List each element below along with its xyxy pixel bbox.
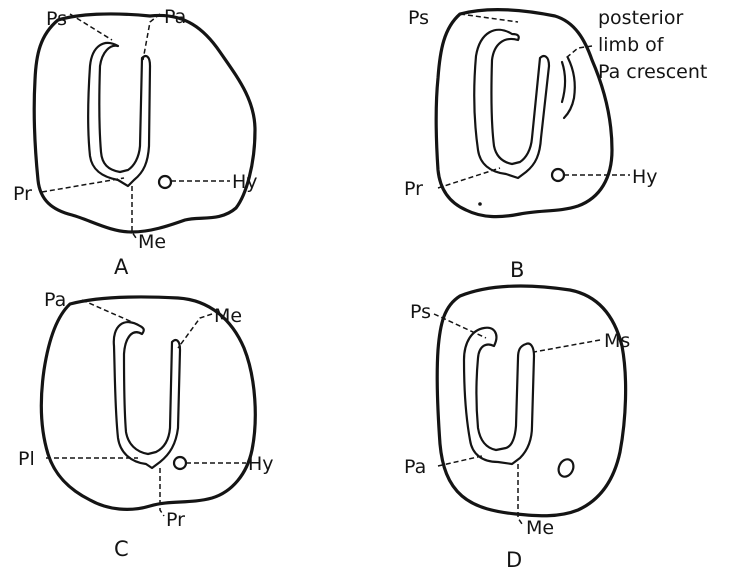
panel-b-speck (478, 202, 482, 206)
panel-a-section-outline (34, 14, 255, 232)
panel-d: Ps Ms Pa Me D (404, 286, 630, 572)
panel-b-hypophysis (552, 169, 564, 181)
panel-b-section-outline (436, 10, 612, 217)
panel-c-u-groove (114, 322, 180, 468)
panel-c-hypophysis (174, 457, 186, 469)
panel-b-label-ps: Ps (408, 7, 429, 29)
panel-c-label-me: Me (214, 305, 242, 327)
panel-c-label-hy: Hy (248, 453, 274, 475)
panel-c-letter: C (114, 537, 129, 561)
panel-a-hypophysis (159, 176, 171, 188)
panel-c-label-pl: Pl (18, 448, 35, 470)
panel-c-section-outline (41, 297, 255, 509)
panel-b: Ps posterior limb of Pa crescent Pr Hy B (404, 7, 707, 282)
panel-b-note-line-1: posterior (598, 7, 683, 29)
panel-a-label-pa: Pa (164, 6, 186, 28)
panel-d-letter: D (506, 548, 522, 572)
panel-a-label-ps: Ps (46, 8, 67, 30)
panel-a-letter: A (114, 255, 129, 279)
panel-a-label-me: Me (138, 231, 166, 253)
panel-d-label-me: Me (526, 517, 554, 539)
panel-a-label-hy: Hy (232, 171, 258, 193)
panel-d-label-pa: Pa (404, 456, 426, 478)
panel-c-label-pr: Pr (166, 509, 185, 531)
panel-b-note-line-3: Pa crescent (598, 61, 707, 83)
panel-a-u-groove (88, 43, 150, 186)
panel-c-label-pa: Pa (44, 289, 66, 311)
panel-c: Pa Me Pl Hy Pr C (18, 289, 274, 561)
panel-d-hypophysis (556, 457, 576, 479)
panel-b-letter: B (510, 258, 524, 282)
panel-d-u-groove (464, 328, 534, 464)
panel-b-note-line-2: limb of (598, 34, 665, 56)
panel-a: Ps Pa Pr Hy Me A (13, 6, 258, 279)
panel-b-label-hy: Hy (632, 166, 658, 188)
panel-d-label-ps: Ps (410, 301, 431, 323)
panel-b-label-pr: Pr (404, 178, 423, 200)
panel-a-label-pr: Pr (13, 183, 32, 205)
panel-b-u-groove (474, 30, 549, 178)
panel-d-label-ms: Ms (604, 330, 630, 352)
